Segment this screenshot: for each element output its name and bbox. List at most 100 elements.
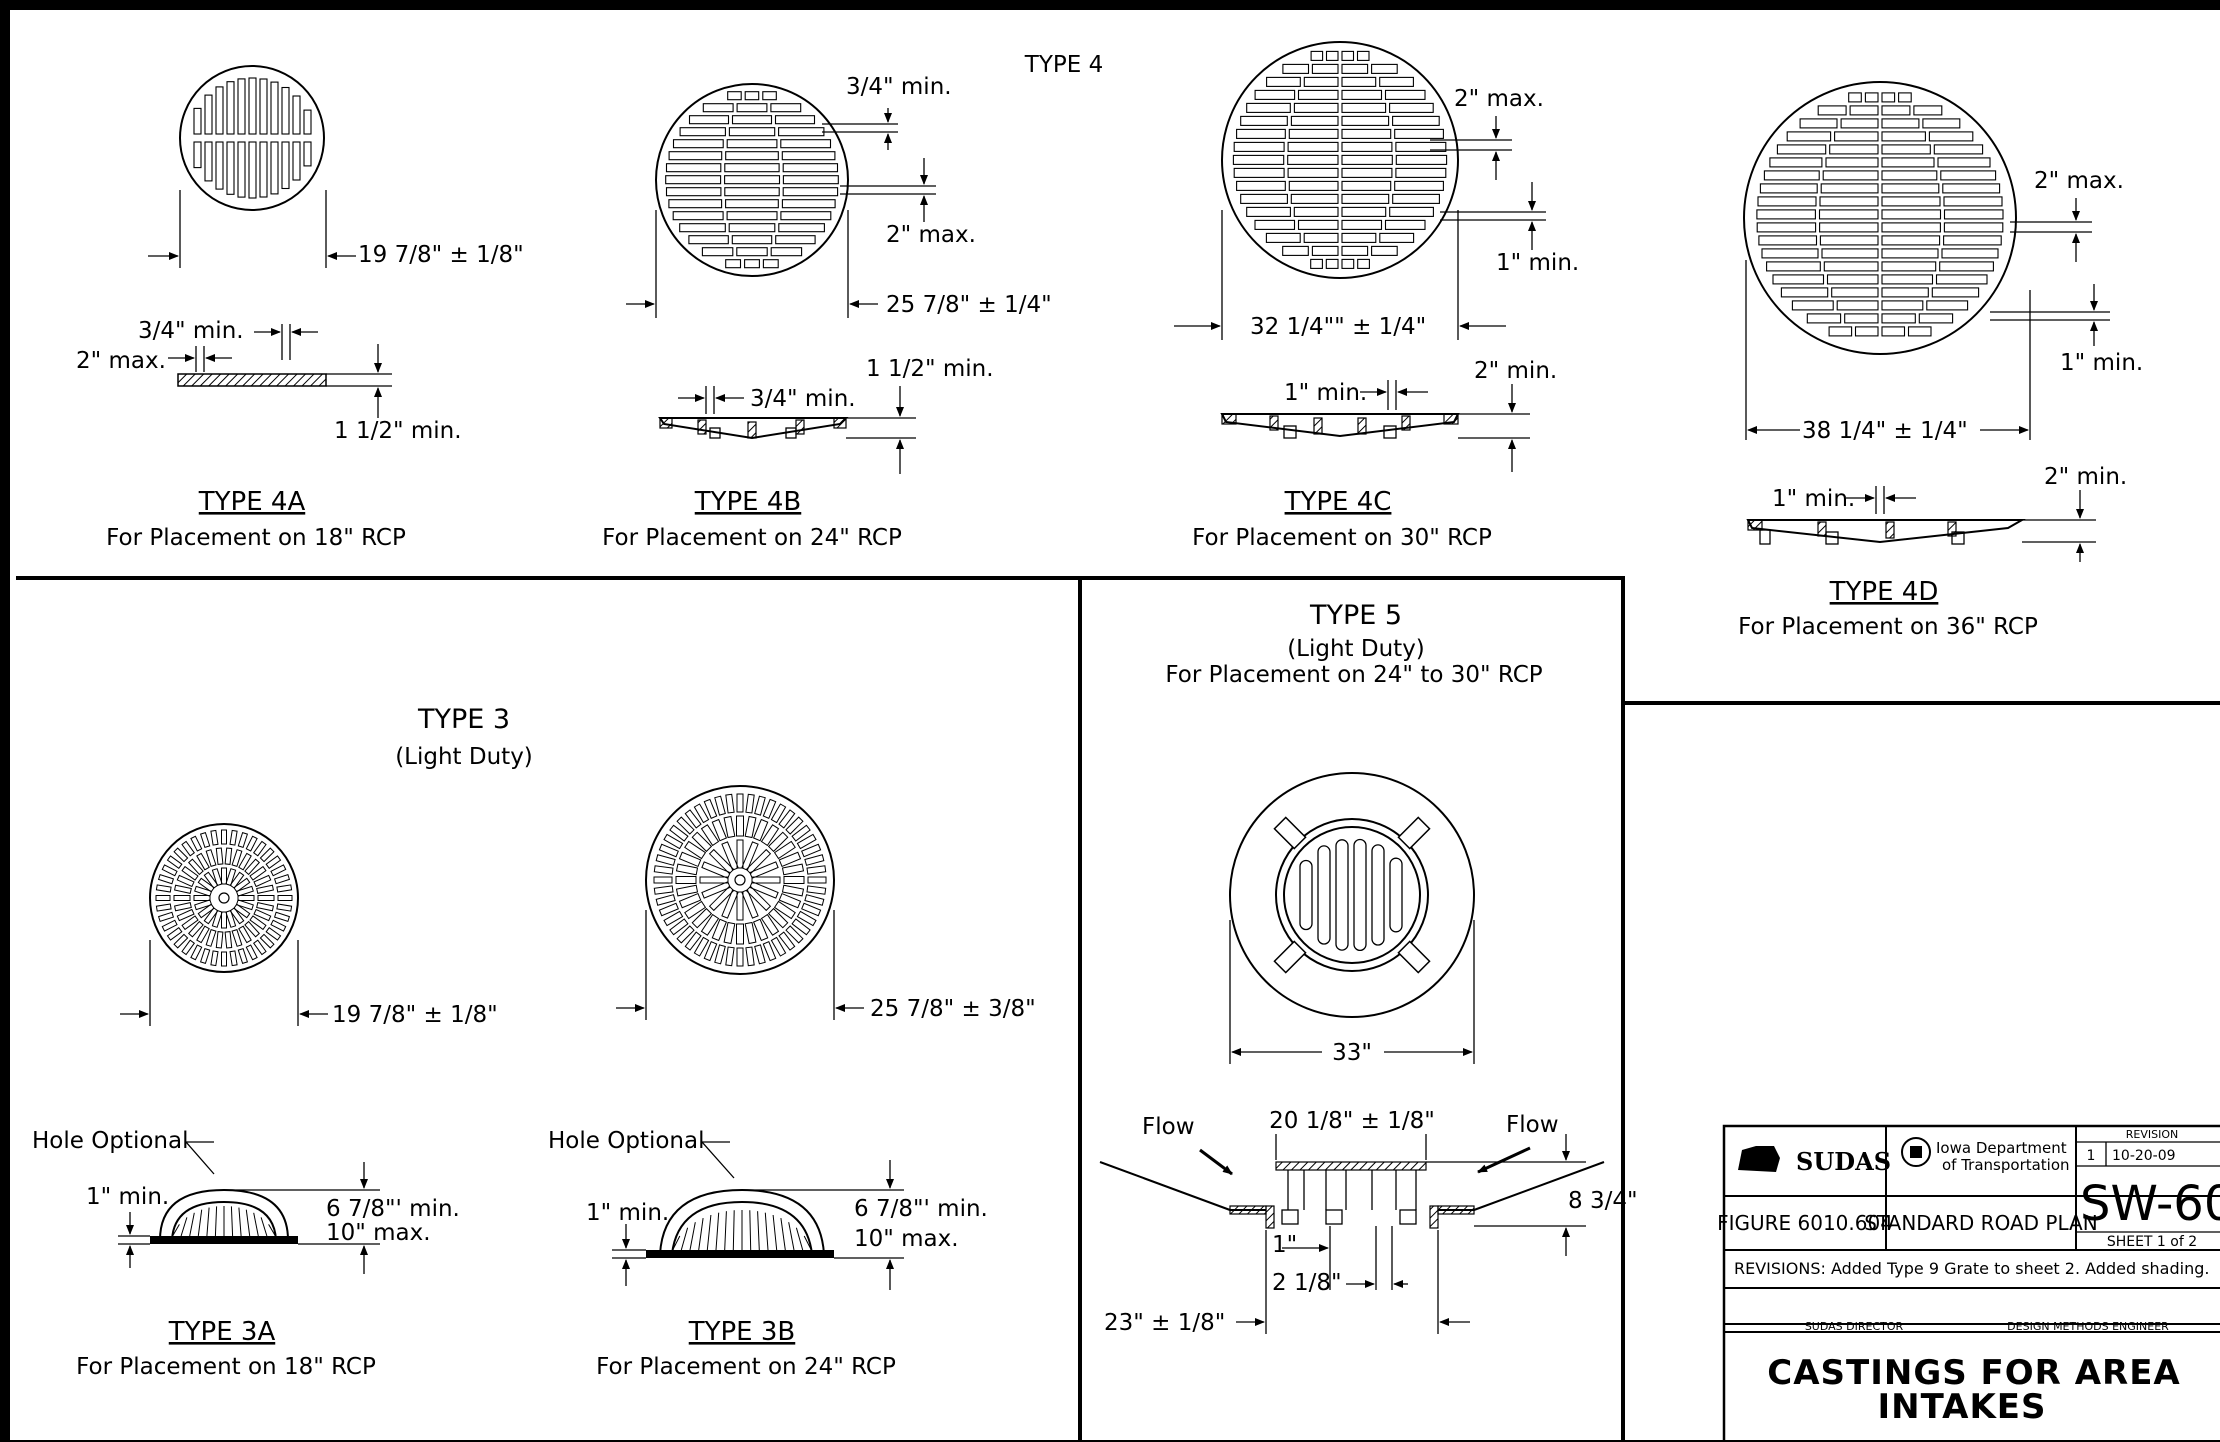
grate-slot <box>1776 144 1827 155</box>
grate-slot <box>1335 839 1349 951</box>
grate-slot <box>1341 232 1377 243</box>
grate-slot <box>702 103 734 113</box>
type5-d218: 2 1/8" <box>1272 1270 1342 1296</box>
grate-slot <box>736 891 744 921</box>
type5-flow-right: Flow <box>1506 1112 1559 1138</box>
grate-slot <box>187 920 204 938</box>
grate-slot <box>237 831 249 849</box>
grate-slot <box>1922 118 1961 129</box>
grate-slot <box>181 915 199 931</box>
grate-slot <box>203 907 219 925</box>
grate-slot <box>1356 50 1370 61</box>
grate-slot <box>1299 859 1313 931</box>
type4b-min34-section: 3/4" min. <box>750 386 856 412</box>
type4c-subtitle: For Placement on 30" RCP <box>1192 525 1492 551</box>
grate-slot <box>1907 326 1932 337</box>
grate-slot <box>723 815 736 839</box>
grate-slot <box>1928 131 1974 142</box>
grate-slot <box>726 211 778 221</box>
grate-slot <box>774 115 816 125</box>
type5-d1: 1" <box>1272 1232 1297 1258</box>
grate-slot <box>1799 118 1838 129</box>
grate-slot <box>1823 261 1879 272</box>
grate-slot <box>655 854 676 866</box>
grate-slot <box>205 928 217 947</box>
grate-slot <box>1881 183 1940 194</box>
grate-slot <box>1311 63 1339 74</box>
grate-slot <box>1341 154 1393 165</box>
grate-slot <box>675 863 699 876</box>
grate-slot <box>762 259 779 269</box>
grate-slot <box>745 848 772 875</box>
grate-slot <box>172 1224 180 1237</box>
grate-slot <box>249 865 267 881</box>
grate-slot <box>173 933 189 949</box>
grate-slot <box>1389 857 1403 933</box>
grate-slot <box>1881 300 1924 311</box>
grate-slot <box>1290 115 1339 126</box>
grate-slot <box>778 127 825 137</box>
grate-slot <box>1756 222 1817 233</box>
type4a-max2: 2" max. <box>76 348 166 374</box>
grate-slot <box>778 809 796 829</box>
grate-slot <box>1819 235 1879 246</box>
grate-slot <box>807 876 827 884</box>
grate-slot <box>749 861 779 879</box>
type4d-title: TYPE 4D <box>1829 577 1939 607</box>
type4d-max2: 2" max. <box>2034 168 2124 194</box>
grate-slot <box>193 895 211 901</box>
grate-slot <box>1806 313 1842 324</box>
type3b-max10: 10" max. <box>854 1226 959 1252</box>
grate-slot <box>238 1207 242 1237</box>
type4a-section <box>168 324 392 418</box>
grate-slot <box>215 86 224 135</box>
grate-slot <box>699 876 729 884</box>
grate-slot <box>781 863 805 876</box>
grate-slot <box>731 115 773 125</box>
grate-slot <box>1864 92 1879 103</box>
grate-slot <box>676 925 695 944</box>
grate-slot <box>676 816 695 835</box>
grate-slot <box>658 843 679 858</box>
grate-slot <box>770 247 803 257</box>
grate-slot <box>781 151 836 161</box>
grate-slot <box>767 907 789 929</box>
grate-slot <box>237 895 255 901</box>
grate-slot <box>229 907 245 925</box>
grate-slot <box>292 95 301 135</box>
grate-slot <box>1772 274 1825 285</box>
type5-grate-slots <box>1299 838 1403 952</box>
grate-slot <box>1395 167 1447 178</box>
grate-slot <box>1265 232 1301 243</box>
grate-slot <box>1303 76 1339 87</box>
grate-slot <box>1881 261 1937 272</box>
grate-slot <box>741 889 759 919</box>
grate-slot <box>1288 128 1339 139</box>
grate-slot <box>166 855 183 869</box>
grate-slot <box>658 902 679 917</box>
grate-slot <box>1395 154 1448 165</box>
grate-slot <box>259 141 268 198</box>
grate-slot <box>253 840 267 857</box>
grate-slot <box>273 911 291 923</box>
grate-slot <box>1310 258 1323 269</box>
type4d-grate-slots <box>1756 92 2004 337</box>
grate-slot <box>1786 131 1832 142</box>
grate-slot <box>678 892 702 909</box>
grate-slot <box>782 187 839 197</box>
grate-slot <box>1371 245 1398 256</box>
type4c-min2: 2" min. <box>1474 358 1557 384</box>
grate-slot <box>688 115 730 125</box>
grate-slot <box>754 944 766 965</box>
grate-slot <box>678 851 702 868</box>
grate-slot <box>210 950 219 967</box>
grate-slot <box>711 818 728 842</box>
grate-slot <box>745 793 755 814</box>
type4d-diameter: 38 1/4" ± 1/4" <box>1802 418 1968 444</box>
type3a-diameter: 19 7/8" ± 1/8" <box>332 1002 498 1028</box>
grate-slot <box>1933 144 1984 155</box>
grate-slot <box>270 141 279 195</box>
grate-slot <box>245 1209 251 1237</box>
grate-slot <box>253 908 272 922</box>
grate-slot <box>773 900 796 920</box>
